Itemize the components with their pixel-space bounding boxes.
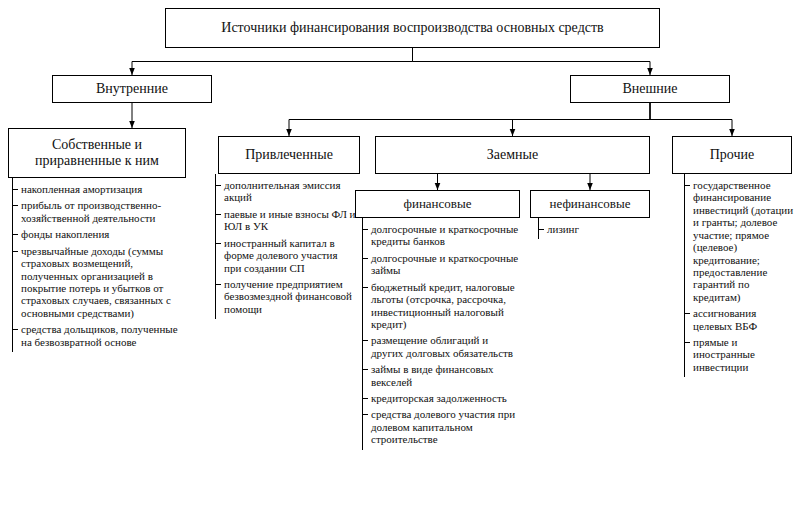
list-item: дополнительная эмиссия акций xyxy=(216,179,357,204)
group-box: Внешние xyxy=(570,75,730,103)
item-list: дополнительная эмиссия акций паевые и ины… xyxy=(215,174,357,319)
list-item: государственное финансирование инвестици… xyxy=(685,179,796,303)
connector-arrow xyxy=(132,103,133,128)
box-label: Заемные xyxy=(487,147,538,163)
list-item: средства долевого участия при долевом ка… xyxy=(363,408,522,445)
box-label: нефинансовые xyxy=(550,197,631,212)
connector-arrow xyxy=(590,174,591,190)
connector-arrow xyxy=(132,48,413,75)
box-label: Источники финансирования воспроизводства… xyxy=(221,20,603,36)
list-item: иностранный капитал в форме долевого уча… xyxy=(216,237,357,274)
item-list: накопленная амортизация прибыль от произв… xyxy=(12,178,184,352)
subcategory-box: нефинансовые xyxy=(530,190,650,218)
connector-arrow xyxy=(413,48,651,75)
category-box: Заемные xyxy=(375,136,650,174)
box-label: Собственные и приравненные к ним xyxy=(15,137,179,169)
list-item: паевые и иные взносы ФЛ и ЮЛ в УК xyxy=(216,208,357,233)
box-label: Внешние xyxy=(622,81,677,97)
list-item: прибыль от производственно-хозяйственной… xyxy=(13,199,184,224)
list-item: кредиторская задолженность xyxy=(363,392,522,404)
list-item: средства дольщиков, полученные на безвоз… xyxy=(13,323,184,348)
connector-arrow xyxy=(650,103,732,136)
category-box: Прочие xyxy=(672,136,792,174)
root-box: Источники финансирования воспроизводства… xyxy=(165,8,660,48)
item-list: лизинг xyxy=(538,218,628,239)
list-item: фонды накопления xyxy=(13,228,184,240)
list-item: долгосрочные и краткосрочные займы xyxy=(363,252,522,277)
box-label: Внутренние xyxy=(96,81,168,97)
list-item: размещение облигаций и других долговых о… xyxy=(363,334,522,359)
list-item: чрезвычайные доходы (суммы страховых воз… xyxy=(13,245,184,320)
list-item: ассигнования целевых ВБФ xyxy=(685,307,796,332)
group-box: Внутренние xyxy=(52,75,212,103)
item-list: долгосрочные и краткосрочные кредиты бан… xyxy=(362,218,522,450)
connector-arrow xyxy=(289,103,650,136)
list-item: бюджетный кредит, налоговые льготы (отср… xyxy=(363,281,522,331)
category-box: Привлеченные xyxy=(218,136,360,174)
category-box: Собственные и приравненные к ним xyxy=(8,128,186,178)
box-label: Привлеченные xyxy=(245,147,333,163)
list-item: лизинг xyxy=(539,223,628,235)
list-item: накопленная амортизация xyxy=(13,183,184,195)
list-item: займы в виде финансовых векселей xyxy=(363,363,522,388)
list-item: прямые и иностранные инвестиции xyxy=(685,336,796,373)
list-item: долгосрочные и краткосрочные кредиты бан… xyxy=(363,223,522,248)
box-label: Прочие xyxy=(710,147,755,163)
connector-arrow xyxy=(513,103,651,136)
list-item: получение предприятием безвозмездной фин… xyxy=(216,278,357,315)
box-label: финансовые xyxy=(404,197,472,212)
subcategory-box: финансовые xyxy=(355,190,520,218)
item-list: государственное финансирование инвестици… xyxy=(684,174,796,377)
connector-arrow xyxy=(437,174,438,190)
